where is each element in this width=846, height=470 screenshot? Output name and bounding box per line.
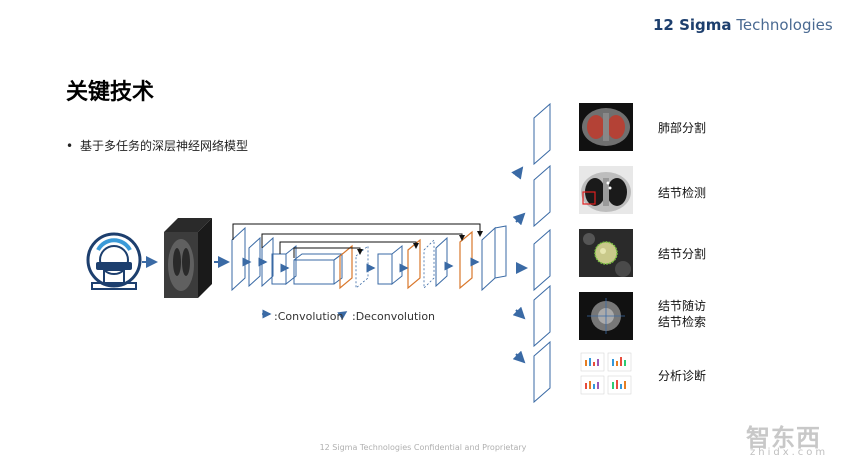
arrow-task-5 bbox=[512, 350, 526, 364]
skip-connection-2 bbox=[261, 233, 465, 248]
layer-deconv-2 bbox=[407, 238, 421, 290]
thumb-lung-segmentation bbox=[579, 103, 633, 151]
task-label-lung-segmentation: 肺部分割 bbox=[658, 121, 707, 135]
brand-logo-text: 12 Sigma Technologies bbox=[653, 16, 833, 34]
skip-connection-3 bbox=[279, 241, 419, 254]
task-layer-1 bbox=[533, 102, 551, 166]
watermark-url: zhidx.com bbox=[750, 447, 829, 458]
watermark-logo: 智东西 bbox=[746, 424, 821, 452]
arrow-task-2 bbox=[512, 212, 526, 226]
task-layer-3 bbox=[533, 228, 551, 292]
task-layer-4 bbox=[533, 284, 551, 348]
thumb-nodule-detection bbox=[579, 166, 633, 214]
layer-enc-4 bbox=[271, 253, 287, 285]
arrow-task-1 bbox=[511, 166, 524, 180]
footer-confidential: 12 Sigma Technologies Confidential and P… bbox=[319, 443, 527, 452]
brand-bold: 12 Sigma bbox=[653, 16, 732, 34]
layer-enc-1 bbox=[231, 226, 246, 292]
layer-enc-3 bbox=[261, 236, 274, 288]
task-label-nodule-retrieval: 结节检索 bbox=[658, 315, 707, 329]
brand-light: Technologies bbox=[736, 16, 833, 34]
layer-dec-1 bbox=[377, 253, 393, 285]
legend-deconvolution: :Deconvolution bbox=[352, 310, 436, 323]
task-label-nodule-segmentation: 结节分割 bbox=[658, 247, 707, 261]
legend-deconv-arrow bbox=[337, 311, 348, 320]
thumb-diagnosis-charts bbox=[579, 350, 633, 398]
bullet-text: 基于多任务的深层神经网络模型 bbox=[80, 139, 249, 153]
task-layer-2 bbox=[533, 164, 551, 228]
layer-enc-2 bbox=[248, 236, 261, 288]
task-layer-5 bbox=[533, 340, 551, 404]
task-label-nodule-followup: 结节随访 bbox=[658, 299, 707, 313]
layer-deconv-1 bbox=[339, 244, 353, 290]
bullet-dot-icon: • bbox=[66, 139, 74, 153]
layer-dec-3 bbox=[481, 226, 496, 292]
skip-connection-4 bbox=[293, 247, 363, 258]
legend-convolution: :Convolution bbox=[274, 310, 344, 323]
layer-dec-2 bbox=[435, 236, 448, 288]
task-label-nodule-detection: 结节检测 bbox=[658, 186, 707, 200]
layer-deconv-3 bbox=[459, 230, 473, 290]
ct-scanner-icon bbox=[86, 232, 142, 290]
ct-volume-icon bbox=[164, 218, 212, 298]
thumb-nodule-followup bbox=[579, 292, 633, 340]
skip-connection-1 bbox=[232, 223, 483, 240]
task-label-diagnosis: 分析诊断 bbox=[658, 369, 707, 383]
slide-title: 关键技术 bbox=[66, 80, 155, 105]
arrow-task-4 bbox=[512, 306, 526, 320]
bullet-item: • 基于多任务的深层神经网络模型 bbox=[66, 137, 248, 154]
thumb-nodule-segmentation bbox=[579, 229, 633, 277]
layer-bottleneck bbox=[293, 259, 335, 285]
